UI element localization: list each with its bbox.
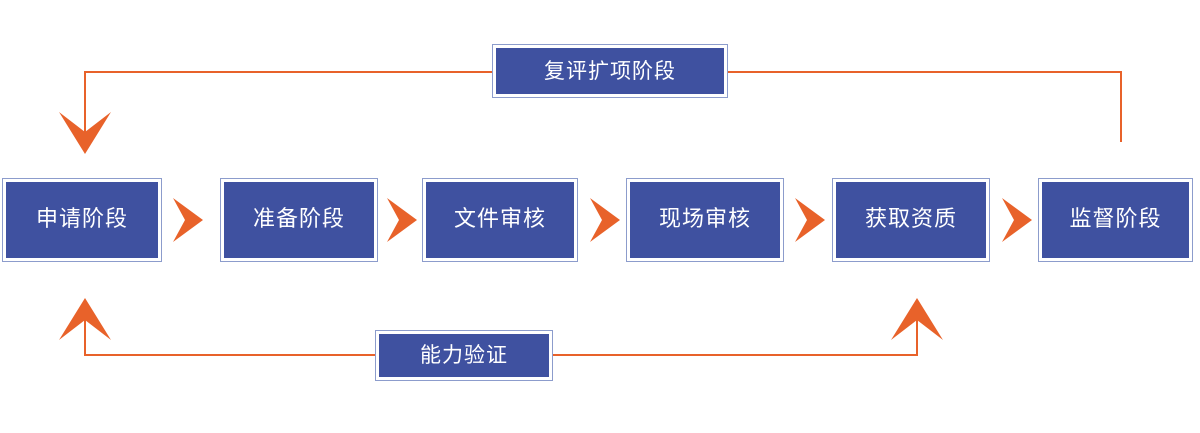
recert-stage-box[interactable]: 复评扩项阶段 (492, 44, 728, 98)
arrowhead-up-to-obtain-qualification (889, 296, 945, 342)
step-label-application: 申请阶段 (35, 207, 128, 232)
step-label-supervision: 监督阶段 (1069, 207, 1162, 232)
recert-stage-label: 复评扩项阶段 (544, 58, 676, 83)
step-box-application[interactable]: 申请阶段 (2, 178, 162, 262)
chevron-2-icon (385, 196, 419, 244)
step-box-supervision[interactable]: 监督阶段 (1038, 178, 1193, 262)
step-box-obtain-qualification-fill: 获取资质 (836, 182, 986, 258)
top-feedback-left-vertical (84, 71, 86, 143)
arrowhead-down-to-application (57, 110, 113, 156)
step-box-preparation-fill: 准备阶段 (224, 182, 374, 258)
top-feedback-left-horizontal (84, 71, 493, 73)
bottom-feedback-left-horizontal (84, 354, 376, 356)
step-label-onsite-audit: 现场审核 (658, 207, 751, 232)
proficiency-testing-label: 能力验证 (420, 343, 508, 367)
step-box-supervision-fill: 监督阶段 (1042, 182, 1189, 258)
step-box-application-fill: 申请阶段 (6, 182, 158, 258)
bottom-feedback-right-vertical (916, 312, 918, 356)
chevron-4-icon (793, 196, 827, 244)
chevron-1-icon (171, 196, 205, 244)
top-feedback-right-vertical (1120, 72, 1122, 142)
step-box-preparation[interactable]: 准备阶段 (220, 178, 378, 262)
step-box-document-review-fill: 文件审核 (426, 182, 574, 258)
chevron-5-icon (1000, 196, 1034, 244)
top-feedback-right-horizontal (727, 71, 1122, 73)
step-box-onsite-audit-fill: 现场审核 (630, 182, 780, 258)
arrowhead-up-to-application (57, 296, 113, 342)
step-box-onsite-audit[interactable]: 现场审核 (626, 178, 784, 262)
proficiency-testing-box[interactable]: 能力验证 (375, 330, 553, 381)
recert-stage-box-fill: 复评扩项阶段 (496, 48, 724, 94)
bottom-feedback-right-horizontal (552, 354, 918, 356)
step-label-obtain-qualification: 获取资质 (864, 207, 957, 232)
proficiency-testing-box-fill: 能力验证 (379, 334, 549, 377)
step-box-obtain-qualification[interactable]: 获取资质 (832, 178, 990, 262)
step-label-document-review: 文件审核 (453, 207, 546, 232)
bottom-feedback-left-vertical (84, 312, 86, 356)
chevron-3-icon (588, 196, 622, 244)
step-label-preparation: 准备阶段 (252, 207, 345, 232)
step-box-document-review[interactable]: 文件审核 (422, 178, 578, 262)
